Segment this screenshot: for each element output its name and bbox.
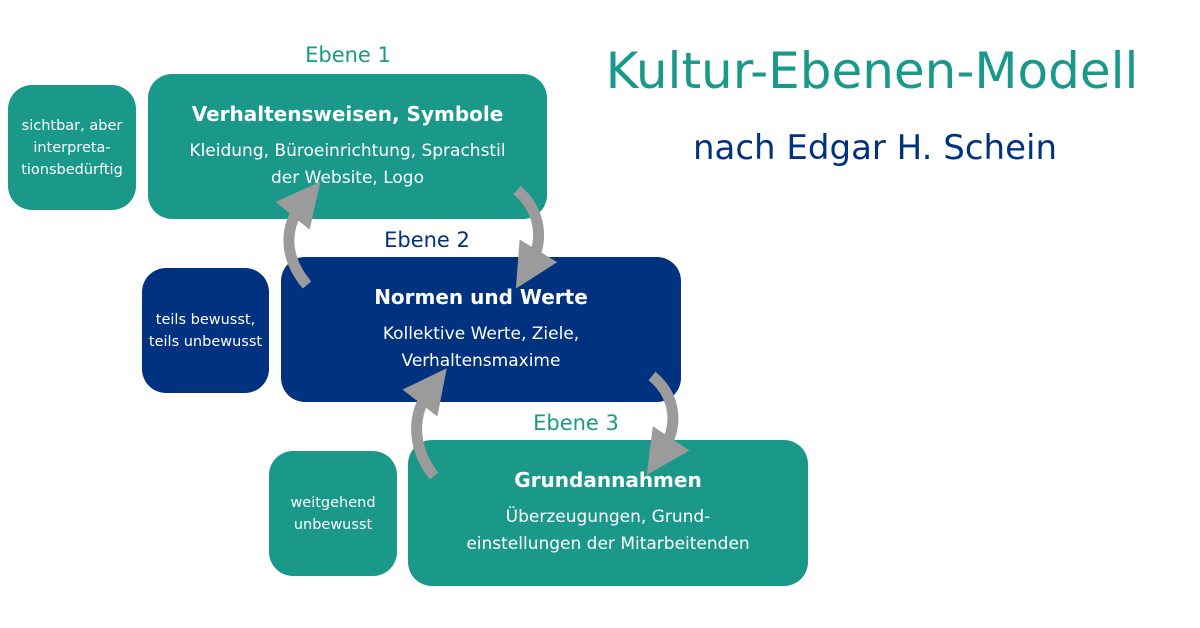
- arrow-down-icon: [513, 185, 558, 289]
- diagram-title: Kultur-Ebenen-Modell: [605, 42, 1139, 100]
- awareness-text: weitgehend unbewusst: [290, 494, 376, 533]
- diagram-subtitle: nach Edgar H. Schein: [692, 128, 1058, 168]
- arrow-up-icon: [275, 181, 321, 289]
- level-2-awareness: teils bewusst, teils unbewusst: [142, 268, 269, 393]
- awareness-text: sichtbar, aber interpreta-tionsbedürftig: [21, 117, 123, 178]
- level-3-box: Grundannahmen Überzeugungen, Grund- eins…: [408, 440, 808, 586]
- level-3-awareness: weitgehend unbewusst: [269, 451, 397, 576]
- level-1-awareness: sichtbar, aber interpreta-tionsbedürftig: [8, 85, 136, 210]
- level-1-label: Ebene 1: [305, 43, 391, 67]
- level-3-label: Ebene 3: [533, 411, 619, 435]
- level-1-heading: Verhaltensweisen, Symbole: [191, 101, 504, 126]
- level-2-text: Kollektive Werte, Ziele, Verhaltensmaxim…: [382, 323, 580, 371]
- level-3-text: Überzeugungen, Grund- einstellungen der …: [466, 507, 750, 554]
- level-2-label: Ebene 2: [384, 228, 470, 252]
- arrow-down-icon: [646, 371, 690, 475]
- level-1-text: Kleidung, Büroeinrichtung, Sprachstil de…: [189, 140, 506, 188]
- arrow-up-icon: [402, 368, 447, 480]
- level-1-box: Verhaltensweisen, Symbole Kleidung, Büro…: [148, 74, 547, 219]
- awareness-text: teils bewusst, teils unbewusst: [148, 311, 263, 350]
- level-2-box: Normen und Werte Kollektive Werte, Ziele…: [281, 257, 681, 402]
